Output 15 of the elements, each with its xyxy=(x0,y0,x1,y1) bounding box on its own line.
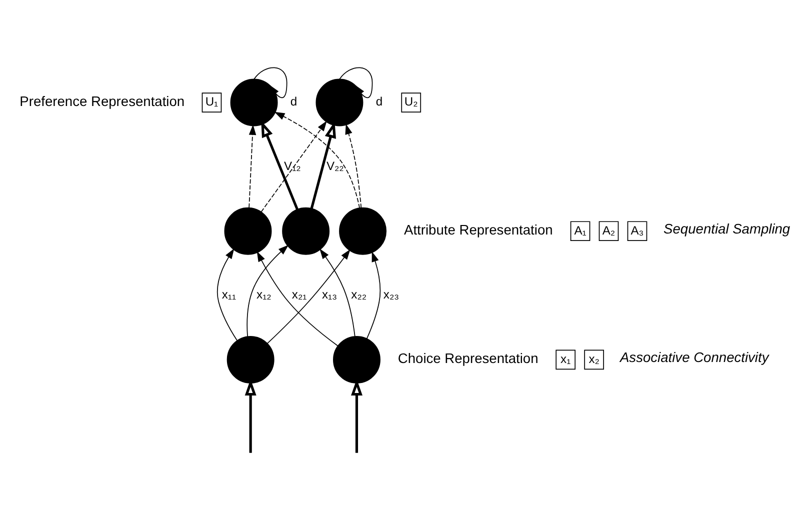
edge-label: x₁₁ xyxy=(222,288,236,302)
label: Choice Representation xyxy=(398,350,538,366)
edge-label: x₁₂ xyxy=(256,288,272,302)
label: Sequential Sampling xyxy=(664,222,790,237)
edge-label: x₂₁ xyxy=(292,288,307,302)
label: Attribute Representation xyxy=(404,222,553,238)
edge-label: x₂₃ xyxy=(383,288,400,302)
edge-label: d xyxy=(376,94,383,109)
label: Preference Representation xyxy=(20,94,185,109)
edge-label: V₂₂ xyxy=(326,159,344,174)
edge-label: x₁₃ xyxy=(322,288,338,302)
edge-label: x₂₂ xyxy=(351,288,367,302)
label: Associative Connectivity xyxy=(620,350,769,366)
edge-label: V₁₂ xyxy=(284,159,301,174)
edge-label: d xyxy=(290,94,298,109)
